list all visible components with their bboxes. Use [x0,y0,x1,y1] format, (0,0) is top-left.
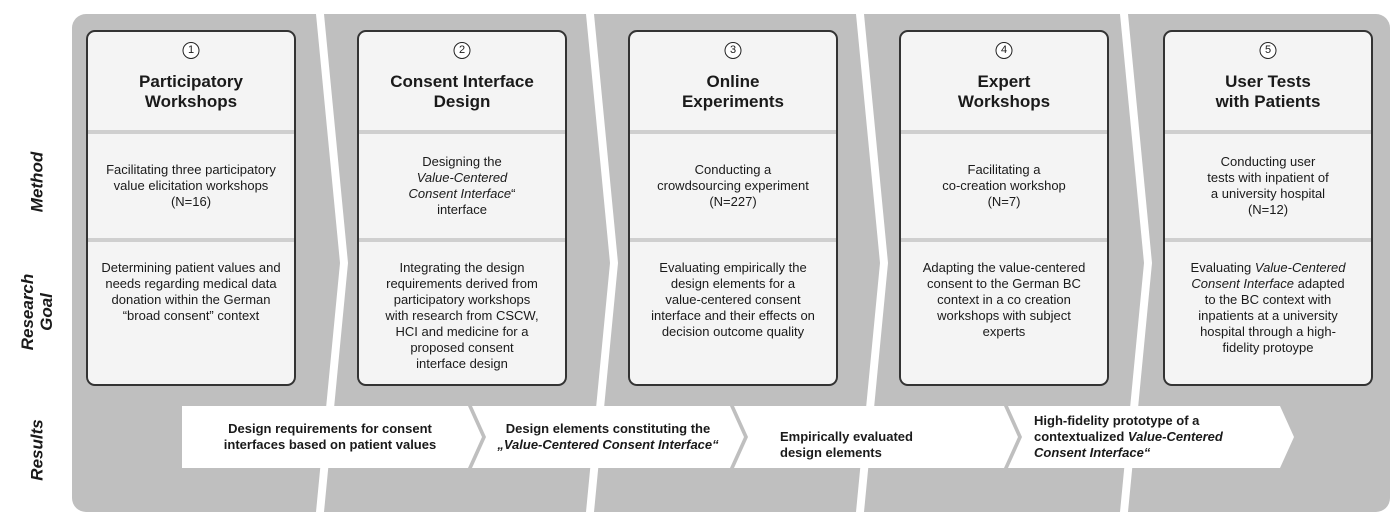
goal-text-part: adapted to the BC context with inpatient… [1198,276,1345,355]
divider [630,130,836,134]
result-4-text: High-fidelity prototype of a contextuali… [1034,413,1274,461]
result-2-text: Design elements constituting the „Value-… [488,421,728,453]
goal-text-emphasis: Value-Centered Consent Interface [1191,260,1346,291]
result-1-text: Design requirements for consent interfac… [223,421,437,452]
result-text-emphasis: Value-Centered Consent Interface“ [1034,429,1223,460]
method-text-emphasis: Value-Centered Consent Interface [408,170,512,201]
step-research-goal: Evaluating Value-Centered Consent Interf… [1165,242,1371,384]
step-method: Conducting a crowdsourcing experiment (N… [630,134,836,238]
result-text-part: Design elements constituting the [505,421,711,436]
step-number-badge: 4 [995,42,1013,59]
result-arrow-1 [182,406,482,468]
step-method: Conducting user tests with inpatient of … [1165,134,1371,238]
divider [359,130,565,134]
divider [630,238,836,242]
method-text: Facilitating a co-creation workshop (N=7… [942,162,1066,209]
step-research-goal: Adapting the value-centered consent to t… [901,242,1107,384]
result-arrow-3 [734,406,1018,468]
goal-text: Integrating the design requirements deri… [385,260,539,371]
step-header: 3 Online Experiments [630,32,836,130]
step-title: Online Experiments [681,72,785,111]
step-card-4: 4 Expert Workshops Facilitating a co-cre… [899,30,1109,386]
divider [901,238,1107,242]
step-header: 2 Consent Interface Design [359,32,565,130]
step-title: Participatory Workshops [139,72,243,111]
divider [88,238,294,242]
goal-text: Evaluating Value-Centered Consent Interf… [1185,260,1352,356]
step-title: Expert Workshops [957,72,1051,111]
step-title: Consent Interface Design [390,72,534,111]
goal-text: Evaluating empirically the design elemen… [651,260,815,339]
row-label-research-goal: Research Goal [18,273,56,351]
divider [901,130,1107,134]
step-card-2: 2 Consent Interface Design Designing the… [357,30,567,386]
result-3-text: Empirically evaluated design elements [780,429,913,460]
row-label-method: Method [27,151,47,213]
method-text: Conducting a crowdsourcing experiment (N… [657,162,809,209]
method-text-part: “ interface [437,186,516,217]
step-card-3: 3 Online Experiments Conducting a crowds… [628,30,838,386]
goal-text: Adapting the value-centered consent to t… [922,260,1086,339]
method-text: Conducting user tests with inpatient of … [1207,154,1329,217]
step-header: 4 Expert Workshops [901,32,1107,130]
step-method: Facilitating a co-creation workshop (N=7… [901,134,1107,238]
divider [1165,130,1371,134]
result-text-emphasis: „Value-Centered Consent Interface“ [497,437,719,452]
result-arrow-2 [472,406,744,468]
method-text: Facilitating three participatory value e… [106,162,276,209]
method-text: Designing the Value-Centered Consent Int… [403,154,522,218]
step-number-badge: 2 [453,42,471,59]
method-text-part: Designing the [422,154,502,169]
step-method: Facilitating three participatory value e… [88,134,294,238]
divider [88,130,294,134]
step-title: User Tests with Patients [1215,72,1321,111]
step-research-goal: Integrating the design requirements deri… [359,242,565,384]
step-card-5: 5 User Tests with Patients Conducting us… [1163,30,1373,386]
step-research-goal: Determining patient values and needs reg… [88,242,294,384]
step-header: 1 Participatory Workshops [88,32,294,130]
result-text-part: High-fidelity prototype of a contextuali… [1034,413,1200,444]
step-card-1: 1 Participatory Workshops Facilitating t… [86,30,296,386]
result-arrow-4 [1008,406,1294,468]
goal-text: Determining patient values and needs reg… [101,260,281,323]
divider [1165,238,1371,242]
step-number-badge: 3 [724,42,742,59]
step-header: 5 User Tests with Patients [1165,32,1371,130]
divider [359,238,565,242]
step-research-goal: Evaluating empirically the design elemen… [630,242,836,384]
step-number-badge: 5 [1259,42,1277,59]
step-method: Designing the Value-Centered Consent Int… [359,134,565,238]
goal-text-part: Evaluating [1190,260,1255,275]
row-label-results: Results [27,419,47,481]
step-number-badge: 1 [182,42,200,59]
